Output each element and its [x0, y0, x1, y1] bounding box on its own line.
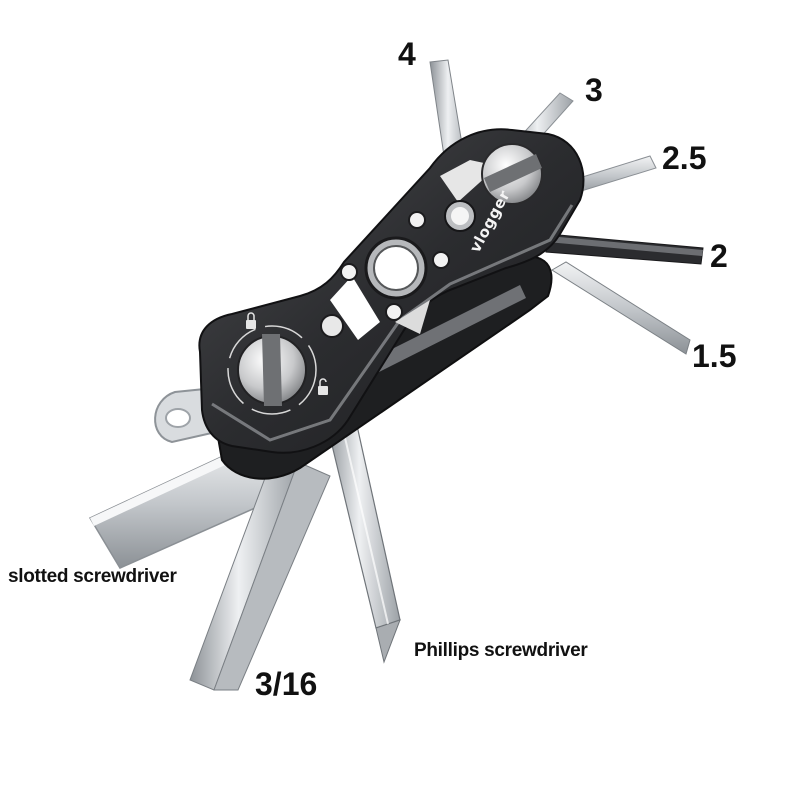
lock-icon [246, 312, 256, 329]
unlock-icon [318, 378, 328, 395]
label-hex-3: 3 [585, 72, 603, 108]
bottom-screw-head [227, 325, 317, 415]
body-holes [320, 200, 476, 338]
label-slotted-screwdriver: slotted screwdriver [8, 566, 177, 587]
label-hex-2: 2 [710, 238, 728, 274]
hex-key-2 [545, 233, 704, 265]
label-hex-3-16: 3/16 [255, 666, 318, 702]
label-hex-2-5: 2.5 [662, 140, 707, 176]
label-hex-4: 4 [398, 36, 416, 72]
hex-key-1-5 [551, 261, 691, 355]
label-hex-1-5: 1.5 [692, 338, 737, 374]
phillips-screwdriver-shaft [325, 411, 401, 664]
top-screw-head [481, 143, 543, 205]
label-phillips-screwdriver: Phillips screwdriver [414, 640, 588, 661]
